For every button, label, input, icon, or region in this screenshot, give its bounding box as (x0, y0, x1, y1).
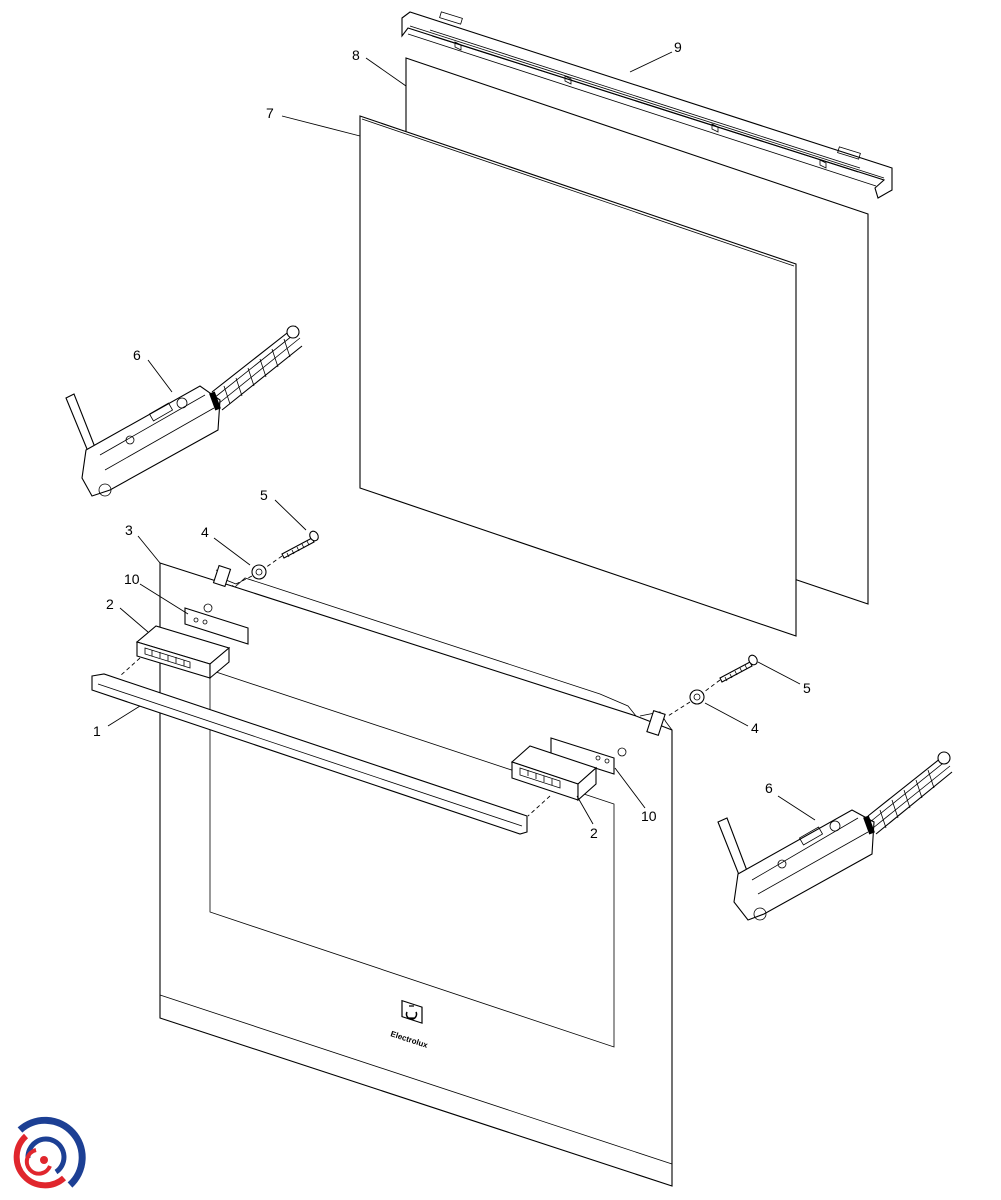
callout-labels: 9 8 7 6 5 4 3 10 2 1 5 4 10 2 6 (93, 39, 811, 841)
bracket-left (184, 603, 249, 645)
screw-left (281, 530, 319, 559)
callout-7: 7 (266, 105, 274, 121)
handle-end-cap-right (510, 745, 598, 802)
top-trim-profile (401, 11, 893, 199)
callout-4-right: 4 (751, 720, 759, 736)
hinge-right (717, 751, 953, 921)
washer-right (689, 689, 705, 705)
handle-bar (91, 673, 528, 835)
callout-6-right: 6 (765, 780, 773, 796)
callout-9: 9 (674, 39, 682, 55)
assembly-dashed-lines (119, 555, 721, 817)
leader-lines (107, 51, 816, 825)
washer-left (251, 564, 267, 580)
callout-2-left: 2 (106, 596, 114, 612)
callout-3: 3 (125, 522, 133, 538)
callout-10-left: 10 (124, 571, 140, 587)
handle-end-cap-left (135, 625, 231, 680)
callout-6-left: 6 (133, 347, 141, 363)
outer-door-panel (159, 562, 673, 1187)
callout-1: 1 (93, 723, 101, 739)
callout-4-left: 4 (201, 524, 209, 540)
callout-5-right: 5 (803, 680, 811, 696)
callout-5-left: 5 (260, 487, 268, 503)
corner-brand-logo (13, 1116, 86, 1189)
callout-2-right: 2 (590, 825, 598, 841)
callout-10-right: 10 (641, 808, 657, 824)
bracket-right (550, 737, 627, 775)
screw-right (719, 654, 758, 683)
callout-8: 8 (352, 47, 360, 63)
inner-glass-panel (359, 115, 797, 637)
hinge-left (65, 325, 303, 497)
